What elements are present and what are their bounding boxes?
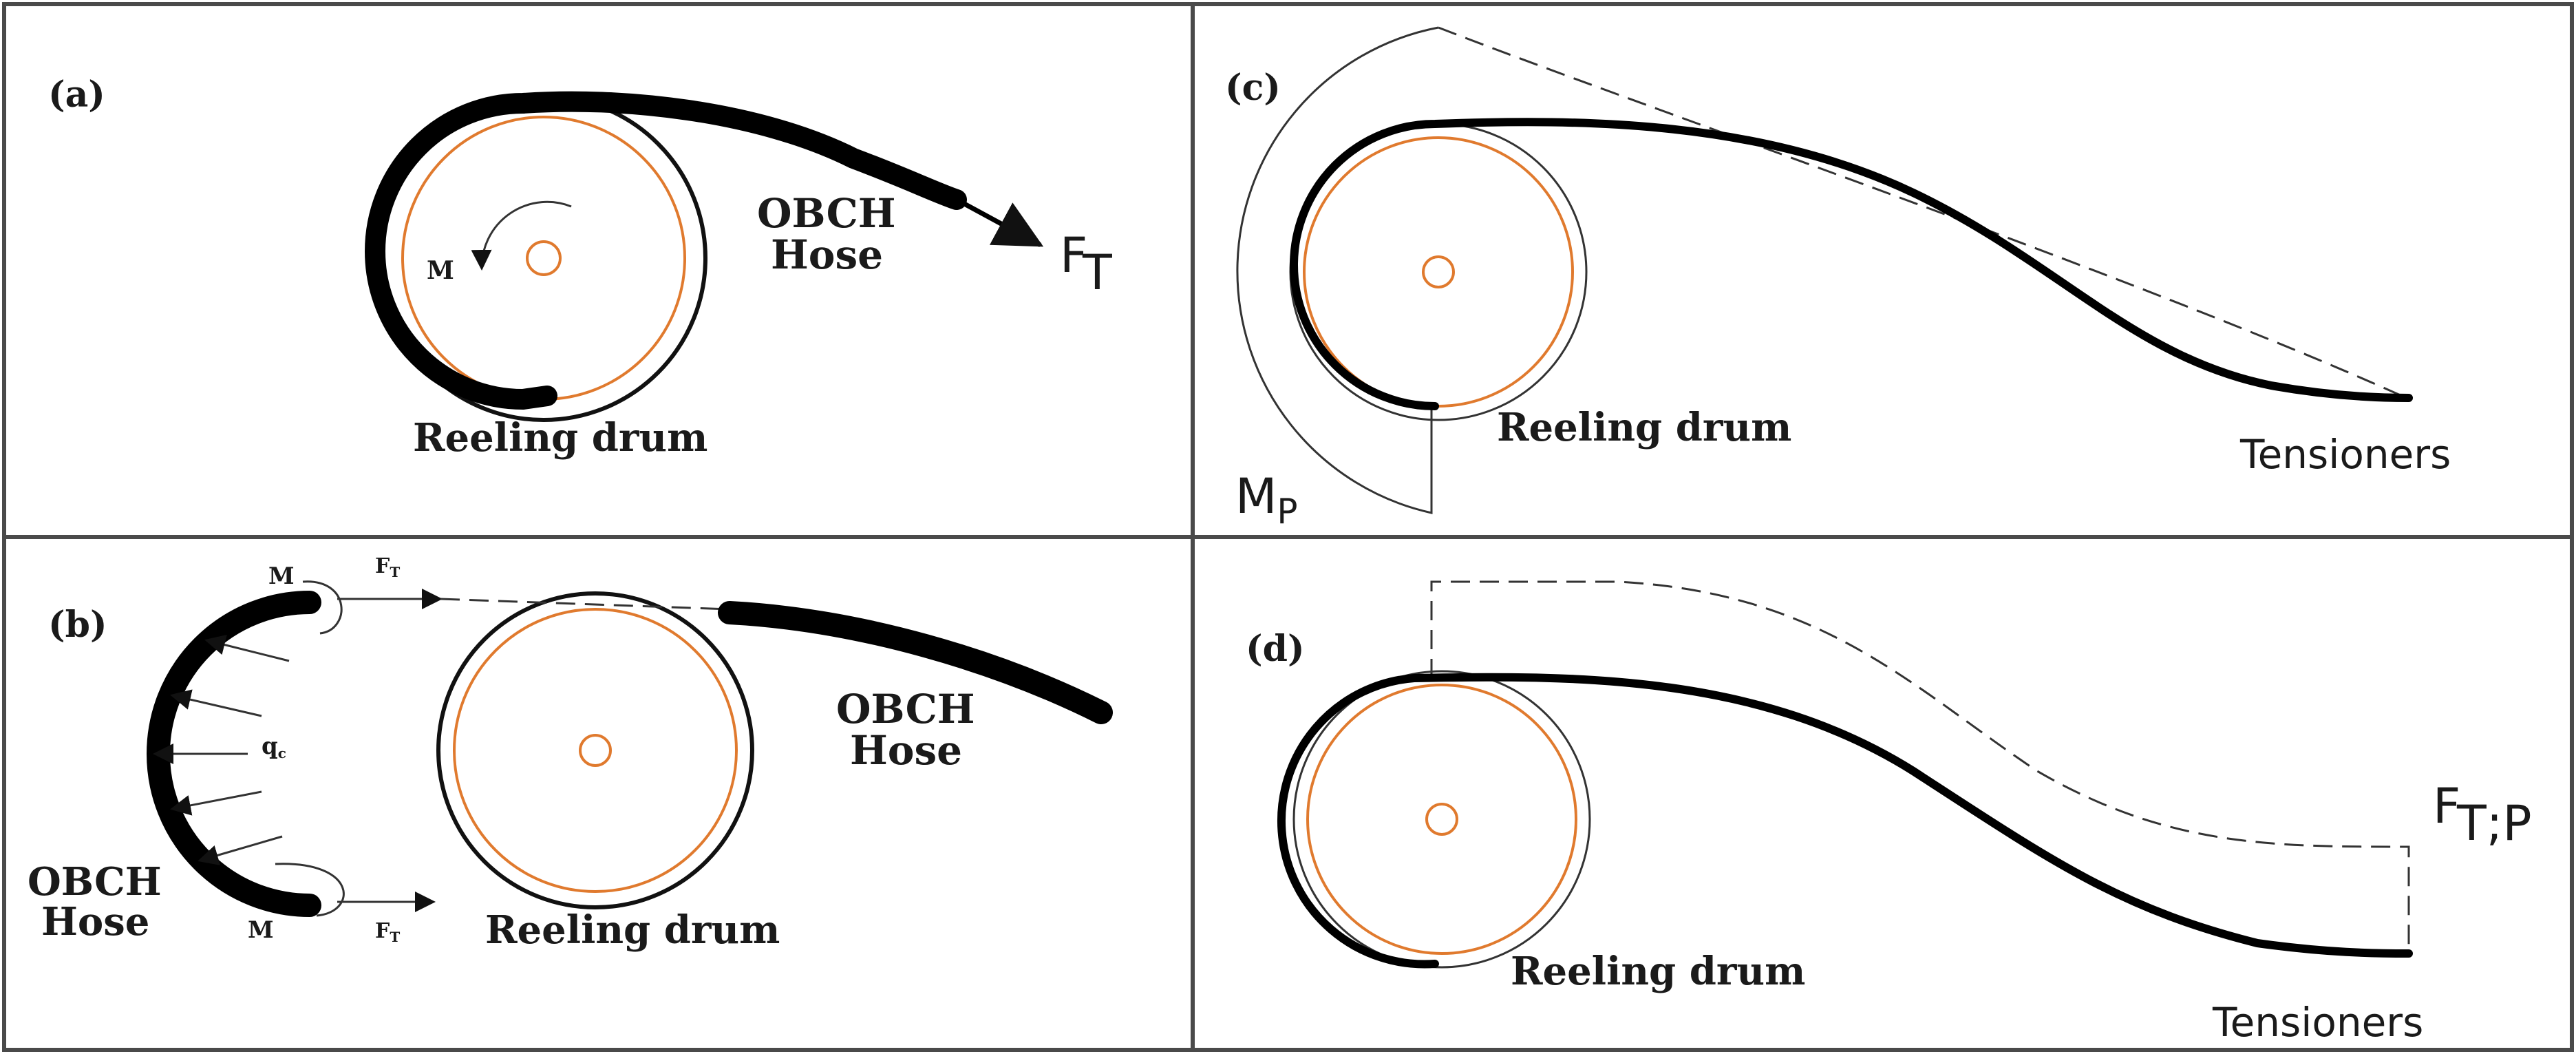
reeling-drum-d [1292, 670, 1591, 969]
hose-label-a-2: Hose [771, 231, 883, 278]
panel-a-tag: (a) [48, 74, 105, 116]
pressure-arrows-b [153, 634, 290, 865]
force-bottom-label-b: FT [375, 919, 400, 945]
tensioners-label-d: Tensioners [2212, 999, 2423, 1046]
hose-right-label-b-1: OBCH [836, 686, 975, 732]
panel-a: (a) M OBCH Hose FT Reeling drum [48, 74, 1112, 461]
hose-right-b [718, 601, 1113, 724]
force-envelope-d [1430, 580, 2410, 953]
moment-bottom-label-b: M [248, 916, 274, 944]
pressure-label-b: qc [262, 732, 286, 761]
drum-label-d: Reeling drum [1511, 949, 1805, 994]
hose-left-label-b-1: OBCH [28, 859, 162, 905]
moment-envelope-c [1438, 26, 2403, 397]
tangent-dashed-b [440, 598, 730, 611]
hose-tail-a [954, 197, 1044, 247]
drum-label-c: Reeling drum [1497, 405, 1791, 450]
hose-label-a-1: OBCH [757, 190, 896, 237]
panel-c: (c) MP Reeling drum Tensioners [1225, 26, 2451, 531]
panel-d-tag: (d) [1246, 628, 1305, 670]
hose-d [1277, 673, 2413, 969]
moment-bottom-b [275, 863, 345, 917]
hose-right-label-b-2: Hose [850, 727, 962, 774]
moment-label-a: M [427, 256, 454, 285]
moment-label-c: MP [1235, 468, 1298, 531]
drum-label-b: Reeling drum [485, 907, 780, 953]
force-top-label-b: FT [375, 554, 400, 580]
hose-a [365, 91, 967, 410]
panel-d: (d) FT;P Reeling drum Tensioners [1246, 580, 2532, 1046]
panel-b-tag: (b) [48, 604, 107, 646]
tensioners-label-c: Tensioners [2239, 431, 2451, 478]
reeling-drum-b [436, 591, 754, 909]
moment-arrow-a [471, 200, 572, 271]
moment-top-label-b: M [268, 562, 295, 590]
moment-diagram-c [1236, 26, 1439, 514]
hose-c [1290, 118, 2413, 410]
drum-label-a: Reeling drum [413, 415, 707, 461]
panel-b: (b) M M FT FT qc OBCH Hose [28, 554, 1113, 953]
moment-top-b [302, 580, 343, 635]
force-label-a: FT [1060, 227, 1112, 301]
panel-c-tag: (c) [1225, 67, 1281, 109]
force-label-d: FT;P [2433, 778, 2532, 852]
hose-left-label-b-2: Hose [41, 899, 149, 945]
